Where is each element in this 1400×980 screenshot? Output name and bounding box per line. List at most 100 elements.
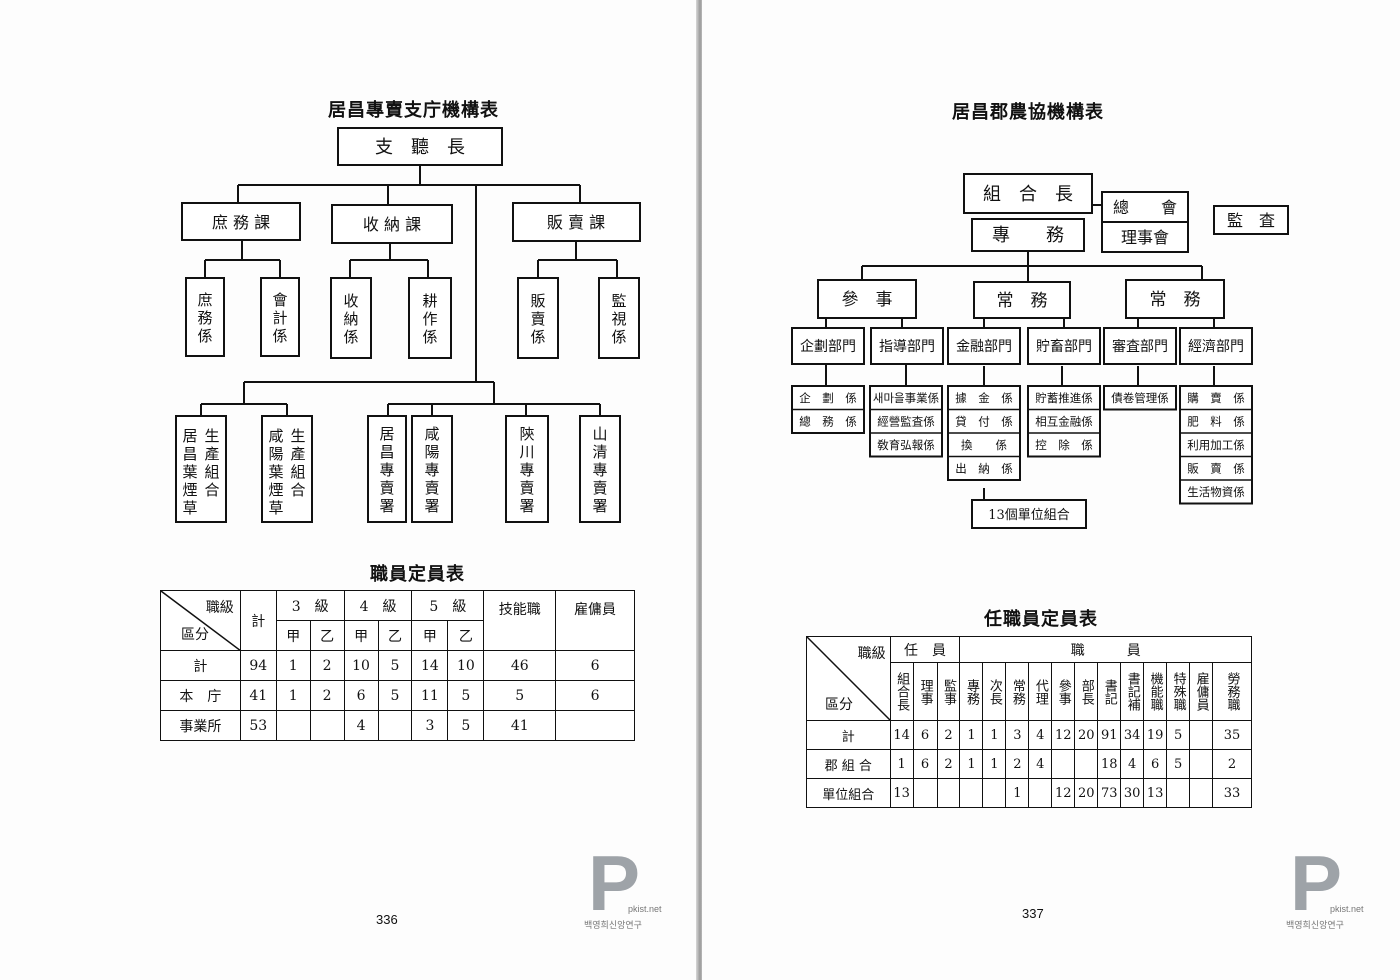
row-label: 事業所 [160, 710, 241, 741]
right-section-label: 企 劃 係 [799, 391, 857, 405]
table-cell: 41 [239, 680, 277, 711]
table-cell: 4 [1028, 749, 1053, 779]
left-branch-box-label: 山清專賣署 [592, 425, 607, 515]
table-cell [309, 710, 345, 741]
table-cell [982, 778, 1007, 808]
watermark-caption: 백영희신앙연구 [584, 920, 642, 930]
table-cell: 73 [1097, 778, 1122, 808]
right-staff-table: 職級 區分 任 員 職 員 組合長理事監事專務次長常務代理參事部長書記書記補機能… [806, 636, 1252, 808]
row-label: 郡 組 合 [806, 749, 891, 779]
watermark: P pkist.net 백영희신앙연구 [1286, 839, 1366, 932]
table-cell: 34 [1120, 720, 1145, 750]
left-branch-label: 生產組合 [290, 427, 305, 499]
right-executive-box: 專 務 [971, 218, 1085, 252]
table-cell [936, 778, 961, 808]
watermark-caption: 백영희신앙연구 [1286, 920, 1344, 930]
left-sub-b: 乙 [447, 620, 485, 651]
left-head-box: 支 聽 長 [337, 127, 503, 166]
table-cell: 1 [982, 720, 1007, 750]
right-section-label: 貯蓄推進係 [1035, 391, 1093, 405]
right-section-label: 相互金融係 [1035, 415, 1093, 429]
right-officer-box: 常 務 [973, 281, 1071, 319]
left-sub-b: 乙 [377, 620, 413, 651]
left-branch-box: 咸陽專賣署 [411, 415, 453, 523]
row-label: 計 [160, 650, 241, 681]
table-cell: 6 [912, 720, 938, 750]
left-branch-label: 居昌葉煙草 [182, 427, 197, 517]
right-col-header: 特殊職 [1166, 662, 1191, 721]
table-cell: 53 [239, 710, 277, 741]
right-head-label: 組 合 長 [983, 184, 1073, 205]
left-col-grade: 3 級 [275, 590, 345, 621]
table-cell: 10 [343, 650, 379, 681]
right-general-meeting-box: 總 會 [1101, 191, 1189, 223]
watermark-site: pkist.net [1330, 904, 1364, 914]
left-col-grade: 4 級 [343, 590, 413, 621]
left-section-box-label: 監視係 [611, 292, 626, 346]
right-section-label: 販 賣 係 [1187, 462, 1245, 476]
left-dept-label: 庶 務 課 [212, 213, 270, 232]
left-branch-box-label: 居昌專賣署 [379, 425, 394, 515]
table-cell [912, 778, 938, 808]
table-cell: 11 [411, 680, 449, 711]
right-officers: 參 事常 務常 務 [817, 279, 1225, 319]
table-cell: 1 [1005, 778, 1030, 808]
right-dept-box-label: 指導部門 [879, 339, 935, 355]
right-staff-title: 任職員定員表 [984, 609, 1098, 630]
table-cell: 5 [377, 680, 413, 711]
left-section-box: 收納係 [330, 277, 372, 359]
right-head-box: 組 合 長 [963, 173, 1093, 214]
table-cell: 14 [889, 720, 914, 750]
row-label: 計 [806, 720, 891, 750]
table-cell [1074, 749, 1099, 779]
table-cell: 2 [936, 749, 961, 779]
table-cell [555, 710, 635, 741]
right-section-label: 換 係 [961, 438, 1007, 452]
table-cell: 2 [309, 680, 345, 711]
table-cell: 14 [411, 650, 449, 681]
table-cell: 1 [959, 720, 984, 750]
left-dept-label: 收 納 課 [363, 215, 421, 234]
right-col-header: 常務 [1005, 662, 1030, 721]
table-cell: 5 [447, 710, 485, 741]
table-cell: 13 [889, 778, 914, 808]
right-col-header: 代理 [1028, 662, 1053, 721]
left-dept-label: 販 賣 課 [547, 213, 605, 232]
right-section-label: 控 除 係 [1035, 438, 1093, 452]
right-executive-label: 專 務 [992, 225, 1064, 246]
right-dept-box: 經濟部門 [1179, 327, 1253, 365]
left-page-number: 336 [376, 912, 398, 927]
table-cell: 33 [1212, 778, 1252, 808]
table-cell: 12 [1051, 778, 1076, 808]
right-unit-unions-box: 13個單位組合 [971, 499, 1087, 529]
right-page-number: 337 [1022, 906, 1044, 921]
left-col-hired: 雇傭員 [555, 590, 635, 651]
watermark-site: pkist.net [628, 904, 662, 914]
watermark-logo: P [1290, 839, 1343, 927]
left-branch-box-label: 咸陽專賣署 [424, 425, 439, 515]
left-branch-label: 生產組合 [204, 427, 219, 499]
right-col-header: 專務 [959, 662, 984, 721]
right-section-label: 生活物資係 [1187, 485, 1245, 499]
right-section-label: 購 賣 係 [1187, 391, 1245, 405]
table-cell [1189, 778, 1214, 808]
table-cell: 2 [1212, 749, 1252, 779]
right-section-label: 債卷管理係 [1111, 391, 1169, 405]
right-dept-box: 貯畜部門 [1027, 327, 1101, 365]
table-cell: 41 [483, 710, 557, 741]
table-cell: 6 [555, 680, 635, 711]
table-cell [959, 778, 984, 808]
left-section-box-label: 會計係 [272, 291, 287, 345]
left-sub-a: 甲 [343, 620, 379, 651]
left-branch-box: 山清專賣署 [579, 415, 621, 523]
table-cell: 5 [483, 680, 557, 711]
watermark-logo: P [588, 839, 641, 927]
right-section-label: 敎育弘報係 [877, 438, 935, 452]
